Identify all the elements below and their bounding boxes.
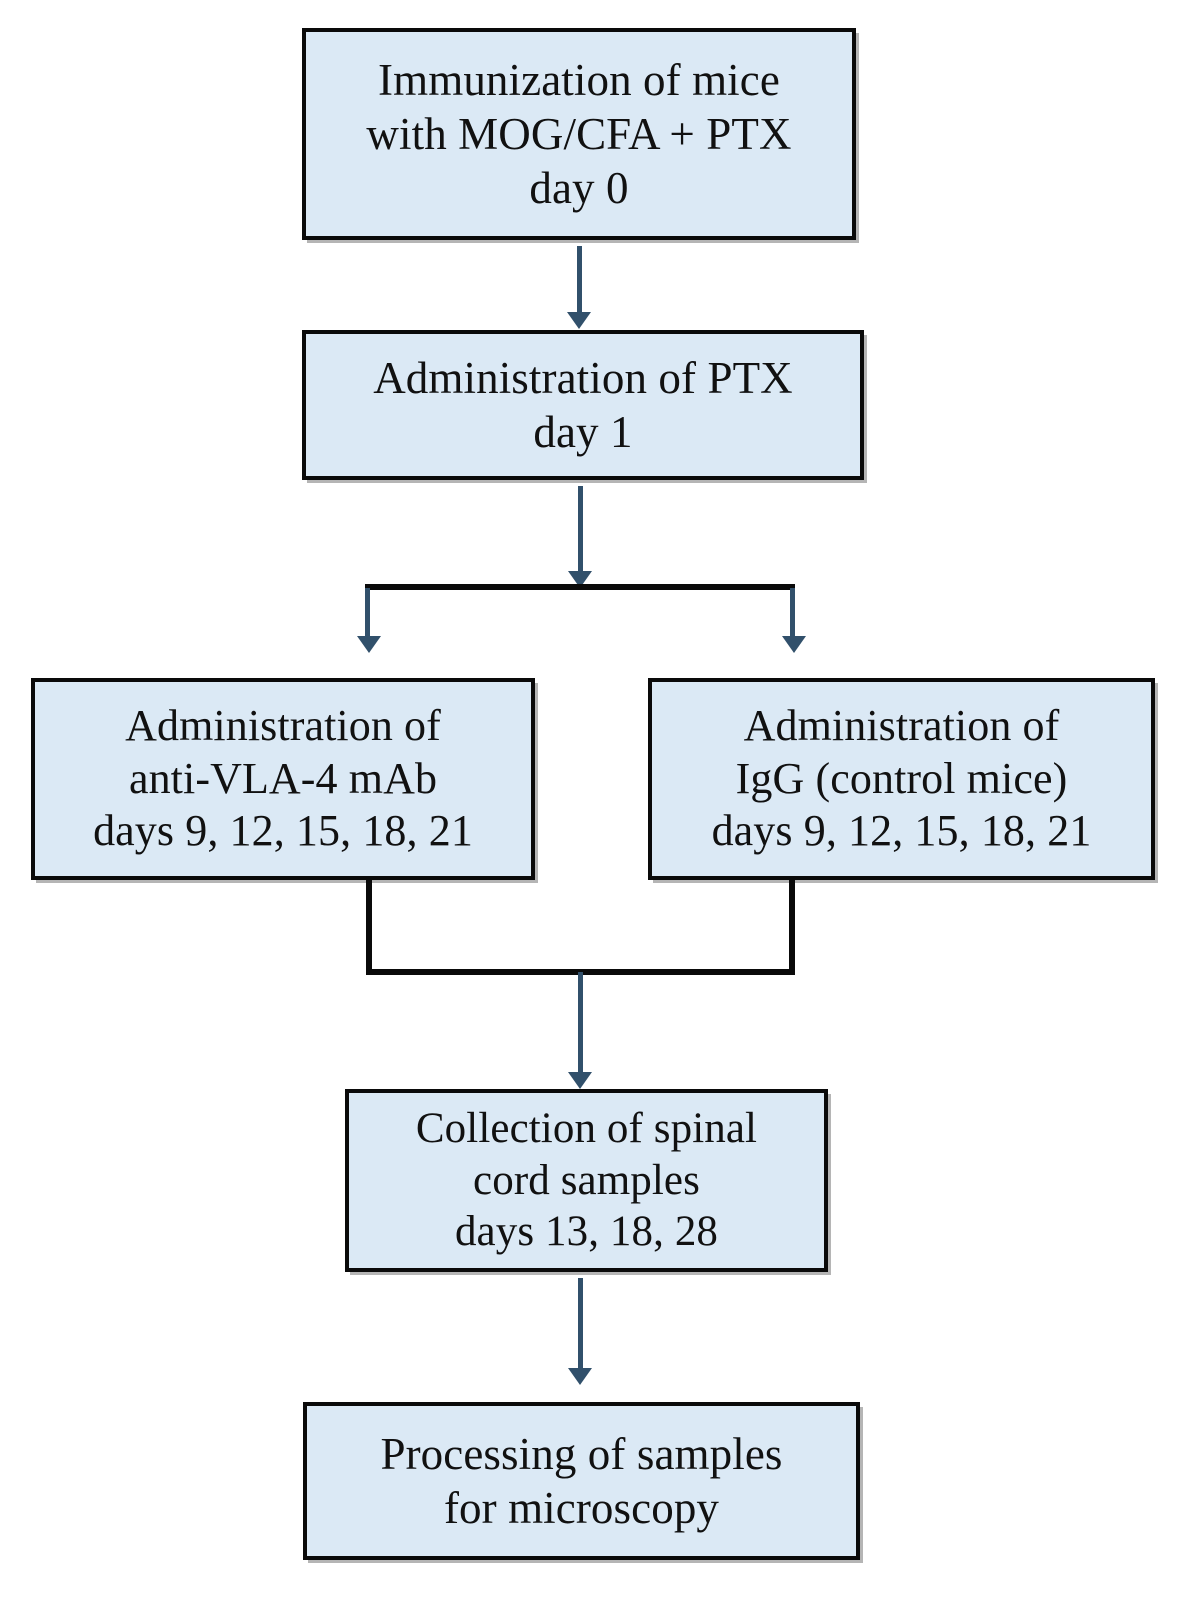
node-processing-line-2: for microscopy (443, 1483, 720, 1533)
node-immunization-line-2: with MOG/CFA + PTX (366, 109, 792, 159)
arrow-head-down-icon (567, 312, 591, 329)
node-anti-vla4-administration[interactable]: Administration of anti-VLA-4 mAb days 9,… (31, 678, 535, 880)
node-processing-line-1: Processing of samples (380, 1429, 783, 1479)
arrow-stem (578, 972, 583, 1072)
node-igg-control-line-1: Administration of (743, 700, 1060, 750)
split-leg-left (365, 588, 370, 640)
node-igg-control-administration[interactable]: Administration of IgG (control mice) day… (648, 678, 1155, 880)
node-ptx-administration-line-1: Administration of PTX (373, 353, 793, 403)
node-immunization[interactable]: Immunization of mice with MOG/CFA + PTX … (302, 28, 856, 240)
arrow-head-down-icon (568, 1368, 592, 1385)
arrow-head-down-icon (568, 1072, 592, 1089)
merge-leg-left (366, 880, 372, 975)
split-leg-right (790, 588, 795, 640)
node-ptx-administration-text: Administration of PTX day 1 (306, 351, 860, 459)
node-collection-line-3: days 13, 18, 28 (454, 1208, 719, 1256)
arrow-stem (578, 486, 583, 571)
node-immunization-text: Immunization of mice with MOG/CFA + PTX … (306, 53, 852, 215)
node-ptx-administration[interactable]: Administration of PTX day 1 (302, 330, 864, 480)
node-spinal-cord-collection[interactable]: Collection of spinal cord samples days 1… (345, 1089, 828, 1272)
node-collection-line-2: cord samples (473, 1156, 700, 1204)
node-anti-vla4-line-1: Administration of (125, 700, 441, 750)
node-igg-control-administration-text: Administration of IgG (control mice) day… (652, 700, 1151, 858)
node-igg-control-line-2: IgG (control mice) (735, 753, 1068, 803)
node-immunization-line-1: Immunization of mice (378, 55, 780, 105)
arrow-head-down-icon (782, 636, 806, 653)
node-collection-line-1: Collection of spinal (415, 1105, 758, 1153)
node-sample-processing-text: Processing of samples for microscopy (307, 1427, 856, 1535)
arrow-head-down-icon (357, 636, 381, 653)
merge-leg-right (789, 880, 795, 975)
node-ptx-administration-line-2: day 1 (533, 407, 633, 457)
node-anti-vla4-line-3: days 9, 12, 15, 18, 21 (93, 806, 473, 856)
node-sample-processing[interactable]: Processing of samples for microscopy (303, 1402, 860, 1560)
split-rail-bar (365, 584, 795, 590)
node-anti-vla4-line-2: anti-VLA-4 mAb (128, 753, 438, 803)
node-anti-vla4-administration-text: Administration of anti-VLA-4 mAb days 9,… (35, 700, 531, 858)
node-spinal-cord-collection-text: Collection of spinal cord samples days 1… (349, 1103, 824, 1258)
node-immunization-line-3: day 0 (529, 163, 629, 213)
arrow-stem (577, 246, 582, 316)
arrow-stem (578, 1278, 583, 1368)
node-igg-control-line-3: days 9, 12, 15, 18, 21 (711, 806, 1092, 856)
arrow-head-down-icon (568, 571, 592, 588)
